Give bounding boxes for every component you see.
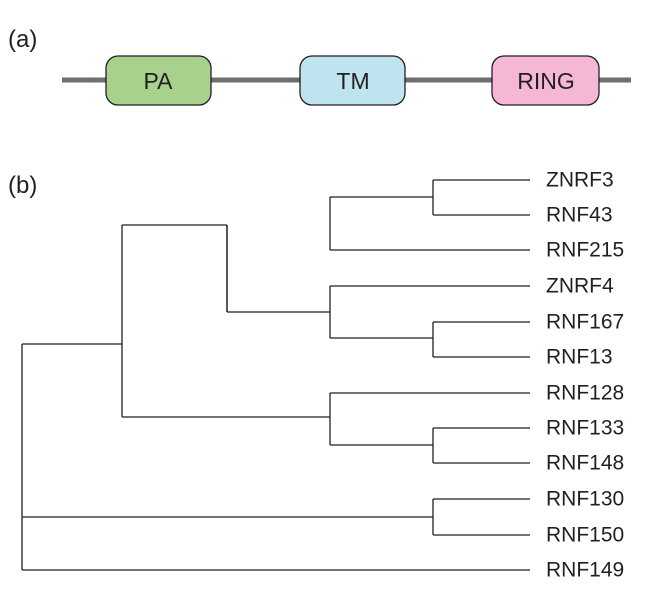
leaf-label-rnf149: RNF149	[546, 559, 624, 582]
leaf-label-rnf167: RNF167	[546, 311, 624, 334]
leaf-label-rnf215: RNF215	[546, 239, 624, 262]
domain-pa-label: PA	[144, 68, 174, 94]
domain-tm-box	[299, 55, 406, 106]
leaf-label-rnf150: RNF150	[546, 524, 624, 547]
domain-ring: RING	[491, 55, 600, 106]
leaf-label-znrf4: ZNRF4	[546, 275, 614, 298]
tree-leaf-labels: ZNRF3 RNF43 RNF215 ZNRF4 RNF167 RNF13 RN…	[546, 169, 624, 582]
leaf-label-rnf128: RNF128	[546, 382, 624, 405]
domain-tm: TM	[299, 55, 406, 106]
domain-pa-box	[105, 55, 212, 106]
domain-ring-box	[491, 55, 600, 106]
domain-tm-label: TM	[336, 68, 369, 94]
leaf-label-rnf130: RNF130	[546, 488, 624, 511]
panel-a: (a) PA TM RING	[8, 26, 631, 106]
panel-b-label: (b)	[8, 172, 37, 199]
leaf-label-rnf13: RNF13	[546, 346, 613, 369]
panel-b: (b)	[8, 169, 624, 582]
leaf-label-znrf3: ZNRF3	[546, 169, 614, 192]
leaf-label-rnf133: RNF133	[546, 417, 624, 440]
phylogenetic-tree	[21, 179, 530, 571]
panel-a-label: (a)	[8, 26, 37, 53]
domain-ring-label: RING	[517, 68, 575, 94]
domain-pa: PA	[105, 55, 212, 106]
leaf-label-rnf148: RNF148	[546, 452, 624, 475]
leaf-label-rnf43: RNF43	[546, 204, 613, 227]
